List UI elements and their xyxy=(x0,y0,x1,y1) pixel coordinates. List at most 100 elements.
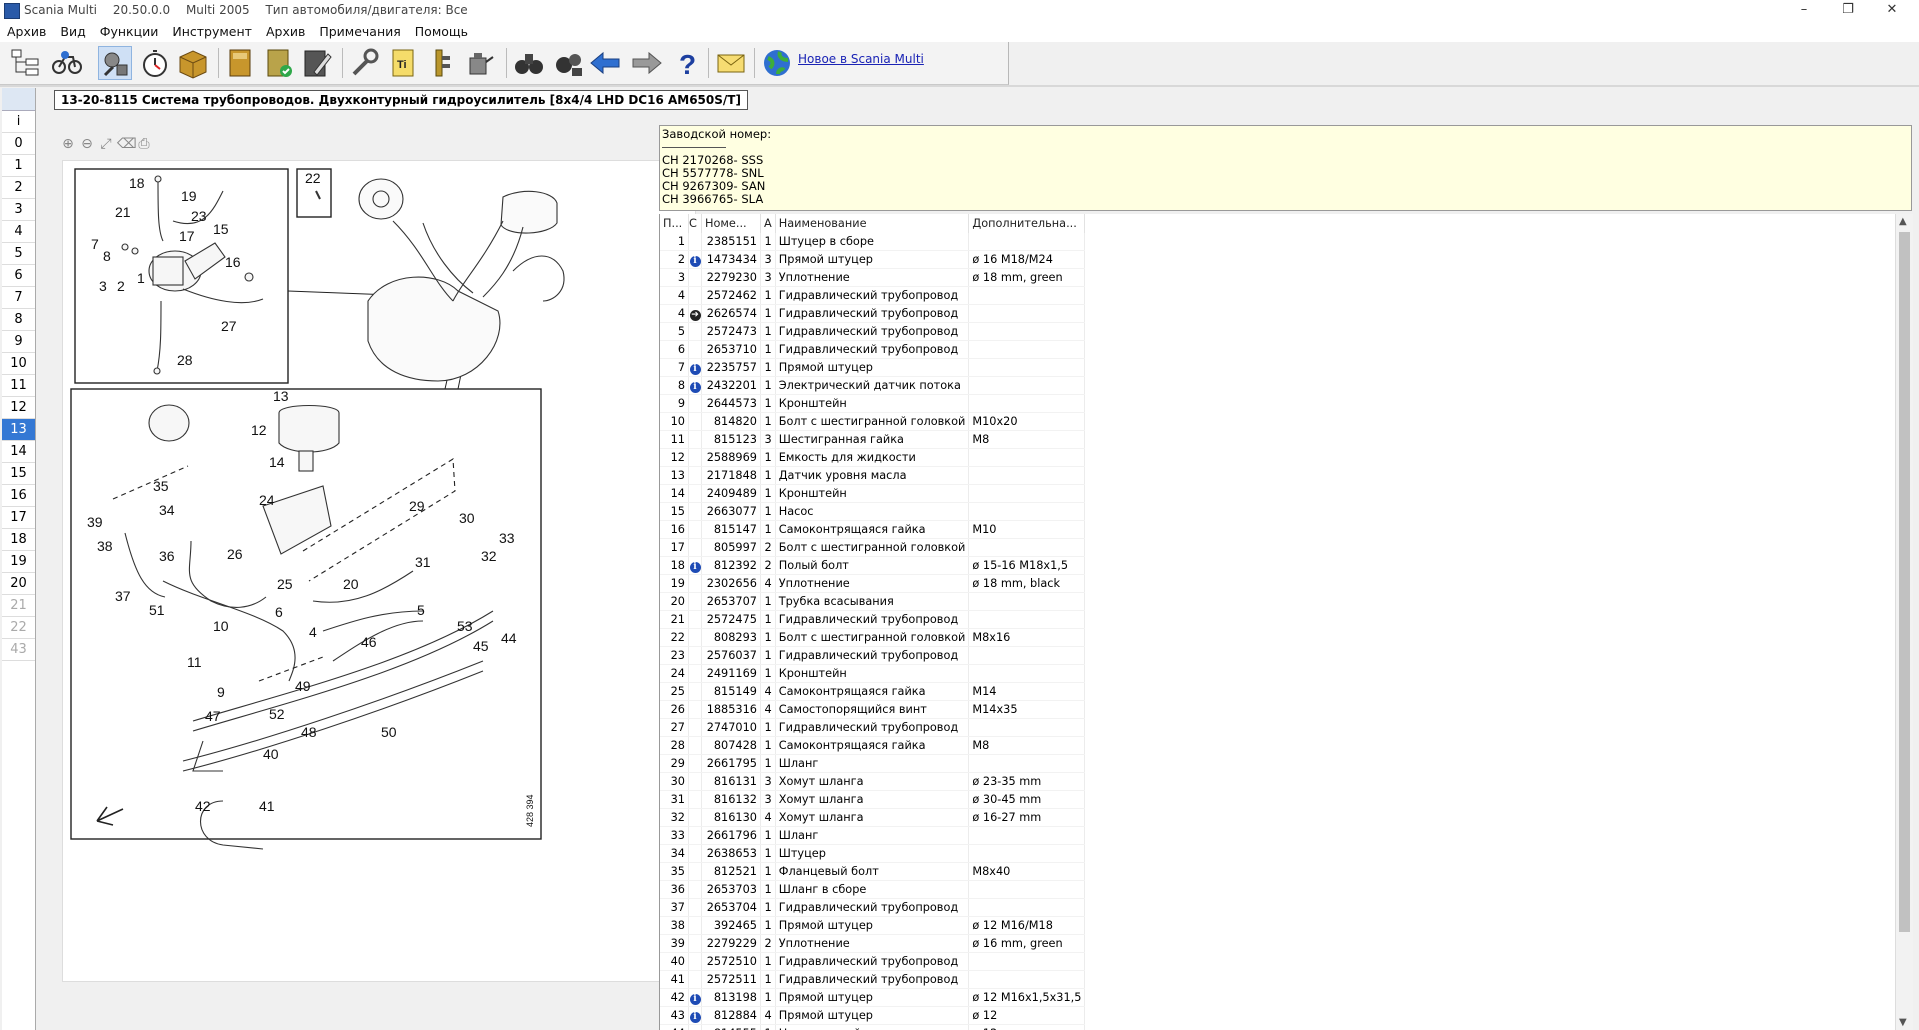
scrollbar-thumb[interactable] xyxy=(1899,232,1910,932)
sidebar-group-8[interactable]: 8 xyxy=(2,309,35,331)
scroll-down-icon[interactable]: ▼ xyxy=(1899,1017,1907,1028)
restore-button[interactable]: ❐ xyxy=(1842,2,1854,17)
globe-icon[interactable] xyxy=(760,46,794,80)
sidebar-group-9[interactable]: 9 xyxy=(2,331,35,353)
menu-archive-2[interactable]: Архив xyxy=(265,24,306,39)
news-link[interactable]: Новое в Scania Multi xyxy=(798,52,924,66)
menu-archive[interactable]: Архив xyxy=(7,24,47,39)
sidebar-group-2[interactable]: 2 xyxy=(2,177,35,199)
oil-can-icon[interactable] xyxy=(462,46,496,80)
binoculars-icon[interactable] xyxy=(512,46,546,80)
sidebar-group-0[interactable]: 0 xyxy=(2,133,35,155)
sidebar-group-20[interactable]: 20 xyxy=(2,573,35,595)
column-additional[interactable]: Дополнительна... xyxy=(968,214,1086,233)
sidebar-group-5[interactable]: 5 xyxy=(2,243,35,265)
key-tool-icon[interactable] xyxy=(424,46,458,80)
sidebar-group-17[interactable]: 17 xyxy=(2,507,35,529)
column-quantity[interactable]: А xyxy=(760,214,776,233)
book-icon[interactable] xyxy=(224,46,258,80)
info-icon[interactable]: i xyxy=(689,381,701,393)
fit-icon[interactable]: ⤢ xyxy=(100,136,112,152)
sidebar-group-10[interactable]: 10 xyxy=(2,353,35,375)
sidebar-group-6[interactable]: 6 xyxy=(2,265,35,287)
sidebar-group-11[interactable]: 11 xyxy=(2,375,35,397)
sidebar-group-12[interactable]: 12 xyxy=(2,397,35,419)
info-icon[interactable]: i xyxy=(689,255,701,267)
ti-document-icon[interactable]: Ti xyxy=(386,46,420,80)
sidebar-group-15[interactable]: 15 xyxy=(2,463,35,485)
minimize-button[interactable]: – xyxy=(1800,2,1808,17)
zoom-in-icon[interactable]: ⊕ xyxy=(62,136,74,152)
zoom-out-icon[interactable]: ⊖ xyxy=(81,136,93,152)
stopwatch-icon[interactable] xyxy=(138,46,172,80)
mail-icon[interactable] xyxy=(714,46,748,80)
sidebar-group-19[interactable]: 19 xyxy=(2,551,35,573)
column-name[interactable]: Наименование xyxy=(775,214,970,233)
info-icon[interactable]: i xyxy=(689,993,701,1005)
sidebar-group-4[interactable]: 4 xyxy=(2,221,35,243)
info-icon[interactable]: i xyxy=(689,363,701,375)
sidebar-group-18[interactable]: 18 xyxy=(2,529,35,551)
parts-drawing[interactable]: 18 19 21 23 17 15 16 7 8 1 3 2 27 28 22 … xyxy=(62,160,696,982)
sidebar-group-7[interactable]: 7 xyxy=(2,287,35,309)
menu-help[interactable]: Помощь xyxy=(414,24,469,39)
bike-icon[interactable] xyxy=(50,46,84,80)
notebook-pen-icon[interactable] xyxy=(300,46,334,80)
box-icon[interactable] xyxy=(176,46,210,80)
eraser-icon[interactable]: ⌫ xyxy=(117,136,137,152)
menu-view[interactable]: Вид xyxy=(60,24,86,39)
sidebar-group-3[interactable]: 3 xyxy=(2,199,35,221)
sidebar-group-21[interactable]: 21 xyxy=(2,595,35,617)
wrench-icon[interactable] xyxy=(348,46,382,80)
tree-icon[interactable] xyxy=(8,46,42,80)
close-button[interactable]: ✕ xyxy=(1886,2,1898,17)
forward-arrow-icon[interactable] xyxy=(630,46,664,80)
sidebar-group-14[interactable]: 14 xyxy=(2,441,35,463)
print-icon[interactable]: ⎙ xyxy=(138,136,150,152)
help-icon[interactable]: ? xyxy=(670,46,704,80)
menu-functions[interactable]: Функции xyxy=(99,24,159,39)
back-arrow-icon[interactable] xyxy=(588,46,622,80)
column-flag[interactable]: С xyxy=(688,214,702,233)
